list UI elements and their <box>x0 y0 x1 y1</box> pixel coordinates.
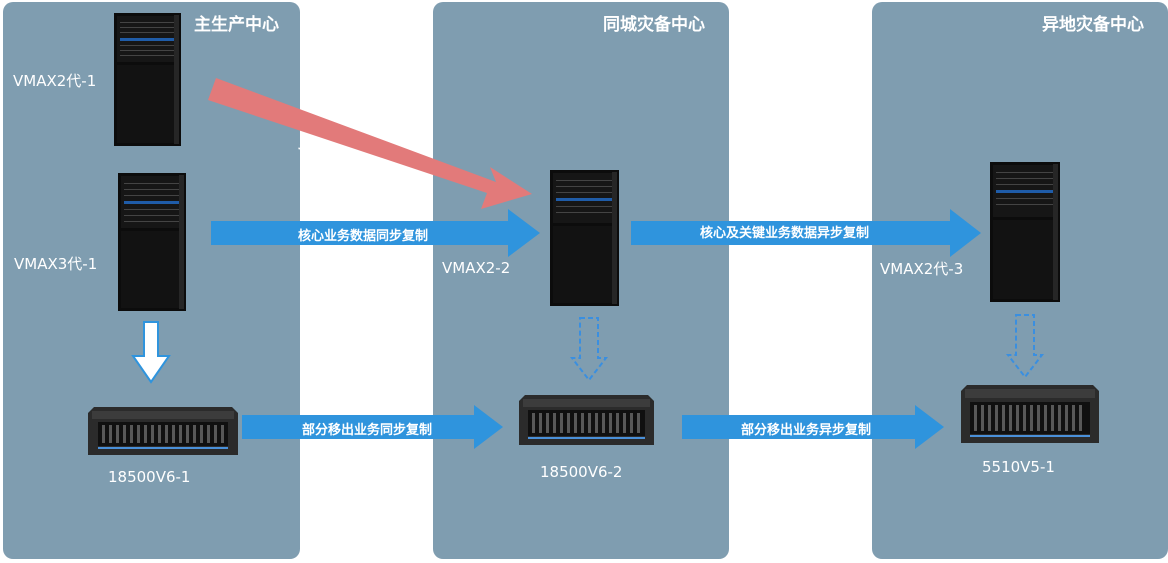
partial-async-label: 部分移出业务异步复制 <box>741 423 872 438</box>
vmax2-1-server-icon <box>114 13 181 146</box>
5510v5-1-storage-icon <box>961 385 1099 443</box>
18500v6-1-storage-icon <box>88 407 238 455</box>
18500v6-1-label: 18500V6-1 <box>108 468 191 486</box>
core-key-async-label: 核心及关键业务数据异步复制 <box>700 226 870 241</box>
core-sync-label: 核心业务数据同步复制 <box>298 229 429 244</box>
key-sync-arrow <box>208 78 532 209</box>
vmax2-1-label: VMAX2代-1 <box>13 72 97 90</box>
remote-dr-dashed-arrow <box>1005 314 1045 379</box>
site-title-primary: 主生产中心 <box>194 15 279 35</box>
partial-async-arrow <box>682 405 944 449</box>
site-title-remote-dr: 异地灾备中心 <box>1042 15 1144 35</box>
site-title-local-dr: 同城灾备中心 <box>603 15 705 35</box>
migration-down-arrow <box>131 321 171 384</box>
vmax3-1-server-icon <box>118 173 186 311</box>
partial-sync-label: 部分移出业务同步复制 <box>302 423 433 438</box>
5510v5-1-label: 5510V5-1 <box>982 458 1055 476</box>
vmax3-1-label: VMAX3代-1 <box>14 255 98 273</box>
vmax2-3-label: VMAX2代-3 <box>880 260 964 278</box>
18500v6-2-storage-icon <box>519 395 654 445</box>
vmax2-2-server-icon <box>550 170 619 306</box>
18500v6-2-label: 18500V6-2 <box>540 463 623 481</box>
core-sync-arrow <box>211 209 540 257</box>
core-key-async-arrow <box>631 209 981 257</box>
local-dr-dashed-arrow <box>569 317 609 382</box>
vmax2-2-label: VMAX2-2 <box>442 259 511 277</box>
partial-sync-arrow-1 <box>242 405 503 449</box>
vmax2-3-server-icon <box>990 162 1060 302</box>
